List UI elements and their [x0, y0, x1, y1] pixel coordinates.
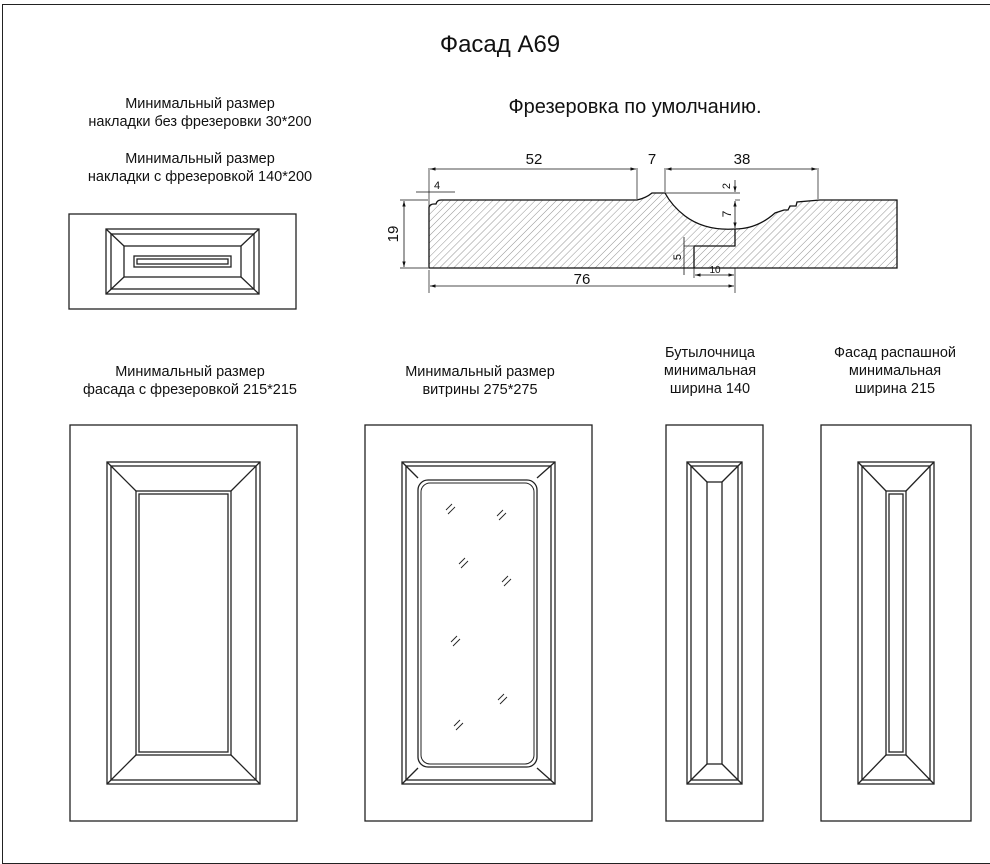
caption-overlay-mill: Минимальный размер накладки с фрезеровко… — [40, 150, 360, 186]
caption-facade-mill: Минимальный размер фасада с фрезеровкой … — [40, 363, 340, 399]
caption-line: Минимальный размер — [115, 364, 265, 380]
overlay-panel — [68, 213, 297, 310]
caption-bottle: Бутылочница минимальная ширина 140 — [640, 344, 780, 398]
caption-line: минимальная — [663, 363, 757, 380]
caption-line: ширина 140 — [669, 381, 751, 398]
caption-hinged: Фасад распашной минимальная ширина 215 — [815, 344, 975, 398]
showcase-facade — [364, 424, 593, 822]
profile-section — [428, 192, 898, 269]
page-title: Фасад А69 — [439, 31, 561, 58]
dim-2: 2 — [721, 183, 733, 189]
dim-76: 76 — [574, 271, 591, 288]
caption-line: Минимальный размер — [405, 364, 555, 380]
caption-line: витрины 275*275 — [422, 382, 538, 399]
dim-7-top: 7 — [648, 151, 656, 168]
profile-title: Фрезеровка по умолчанию. — [508, 96, 762, 118]
dim-52: 52 — [526, 151, 543, 168]
glass-reflection-marks — [445, 503, 512, 731]
caption-line: Минимальный размер — [125, 96, 275, 112]
dim-4: 4 — [434, 180, 440, 192]
facade-milled — [69, 424, 298, 822]
caption-overlay-no-mill: Минимальный размер накладки без фрезеров… — [40, 95, 360, 131]
dim-7-side: 7 — [720, 210, 734, 217]
dim-5: 5 — [672, 254, 684, 260]
dim-19: 19 — [385, 226, 402, 243]
caption-line: фасада с фрезеровкой 215*215 — [83, 382, 297, 399]
extension-lines — [400, 168, 819, 293]
caption-line: минимальная — [848, 363, 942, 380]
bottle-holder-facade — [665, 424, 764, 822]
dim-10: 10 — [709, 265, 721, 276]
milling-profile: 52 7 38 4 2 7 19 5 10 76 — [385, 151, 898, 293]
caption-line: ширина 215 — [854, 381, 936, 398]
caption-line: Фасад распашной — [834, 345, 956, 361]
caption-showcase: Минимальный размер витрины 275*275 — [370, 363, 590, 399]
caption-line: накладки без фрезеровки 30*200 — [88, 114, 312, 131]
caption-line: Минимальный размер — [125, 151, 275, 167]
dim-38: 38 — [734, 151, 751, 168]
caption-line: накладки с фрезеровкой 140*200 — [87, 169, 313, 186]
rebate — [693, 229, 736, 268]
hinged-facade — [820, 424, 972, 822]
caption-line: Бутылочница — [665, 345, 755, 361]
